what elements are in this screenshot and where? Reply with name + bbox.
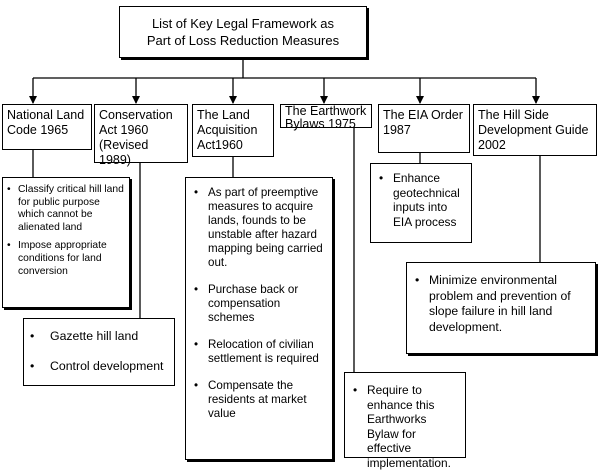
law-earthwork-bylaws: The Earthwork Bylaws 1975 (280, 104, 372, 131)
measure-item: Gazette hill land (30, 329, 168, 344)
law-label: Development Guide (478, 123, 589, 137)
law-label: Code 1965 (7, 123, 69, 137)
measures-national-land-code: Classify critical hill land for public p… (2, 177, 130, 308)
law-label: Conservation (99, 108, 173, 122)
title-line-2: Part of Loss Reduction Measures (146, 33, 340, 48)
law-label: Bylaws 1975 (285, 117, 356, 131)
law-label: 1987 (383, 123, 411, 137)
law-label: The Land (197, 108, 250, 122)
law-label: The Hill Side (478, 108, 549, 122)
measure-item: As part of preemptive measures to acquir… (194, 186, 326, 270)
law-label: 2002 (478, 138, 506, 152)
law-label: The Earthwork (285, 104, 367, 118)
law-label: (Revised 1989) (99, 138, 149, 167)
measures-hill-side-development-guide: Minimize environmental problem and preve… (406, 262, 596, 354)
law-label: Act1960 (197, 138, 243, 152)
law-national-land-code: National Land Code 1965 (2, 104, 92, 150)
law-label: National Land (7, 108, 85, 122)
measure-item: Enhance geotechnical inputs into EIA pro… (379, 171, 465, 229)
measures-earthwork-bylaws: Require to enhance this Earthworks Bylaw… (344, 372, 466, 470)
law-label: Act 1960 (99, 123, 149, 137)
law-label: The EIA Order (383, 108, 463, 122)
law-hill-side-development-guide: The Hill Side Development Guide 2002 (473, 104, 597, 156)
law-eia-order: The EIA Order 1987 (378, 104, 470, 153)
measure-item: Classify critical hill land for public p… (7, 184, 126, 234)
law-label: Acquisition (197, 123, 258, 137)
measure-item: Require to enhance this Earthworks Bylaw… (353, 383, 459, 470)
measures-land-acquisition-act: As part of preemptive measures to acquir… (185, 177, 333, 460)
measure-item: Relocation of civilian settlement is req… (194, 338, 326, 366)
title-line-1: List of Key Legal Framework as (151, 16, 335, 31)
measure-item: Minimize environmental problem and preve… (415, 273, 587, 335)
measure-item: Compensate the residents at market value (194, 379, 326, 421)
measure-item: Purchase back or compensation schemes (194, 283, 326, 325)
measures-conservation-act: Gazette hill land Control development (23, 318, 175, 386)
law-land-acquisition-act: The Land Acquisition Act1960 (192, 104, 274, 157)
law-conservation-act: Conservation Act 1960 (Revised 1989) (94, 104, 188, 167)
measure-item: Impose appropriate conditions for land c… (7, 240, 126, 278)
measure-item: Control development (30, 359, 168, 374)
diagram-title: List of Key Legal Framework as Part of L… (119, 6, 367, 58)
measures-eia-order: Enhance geotechnical inputs into EIA pro… (370, 163, 472, 243)
